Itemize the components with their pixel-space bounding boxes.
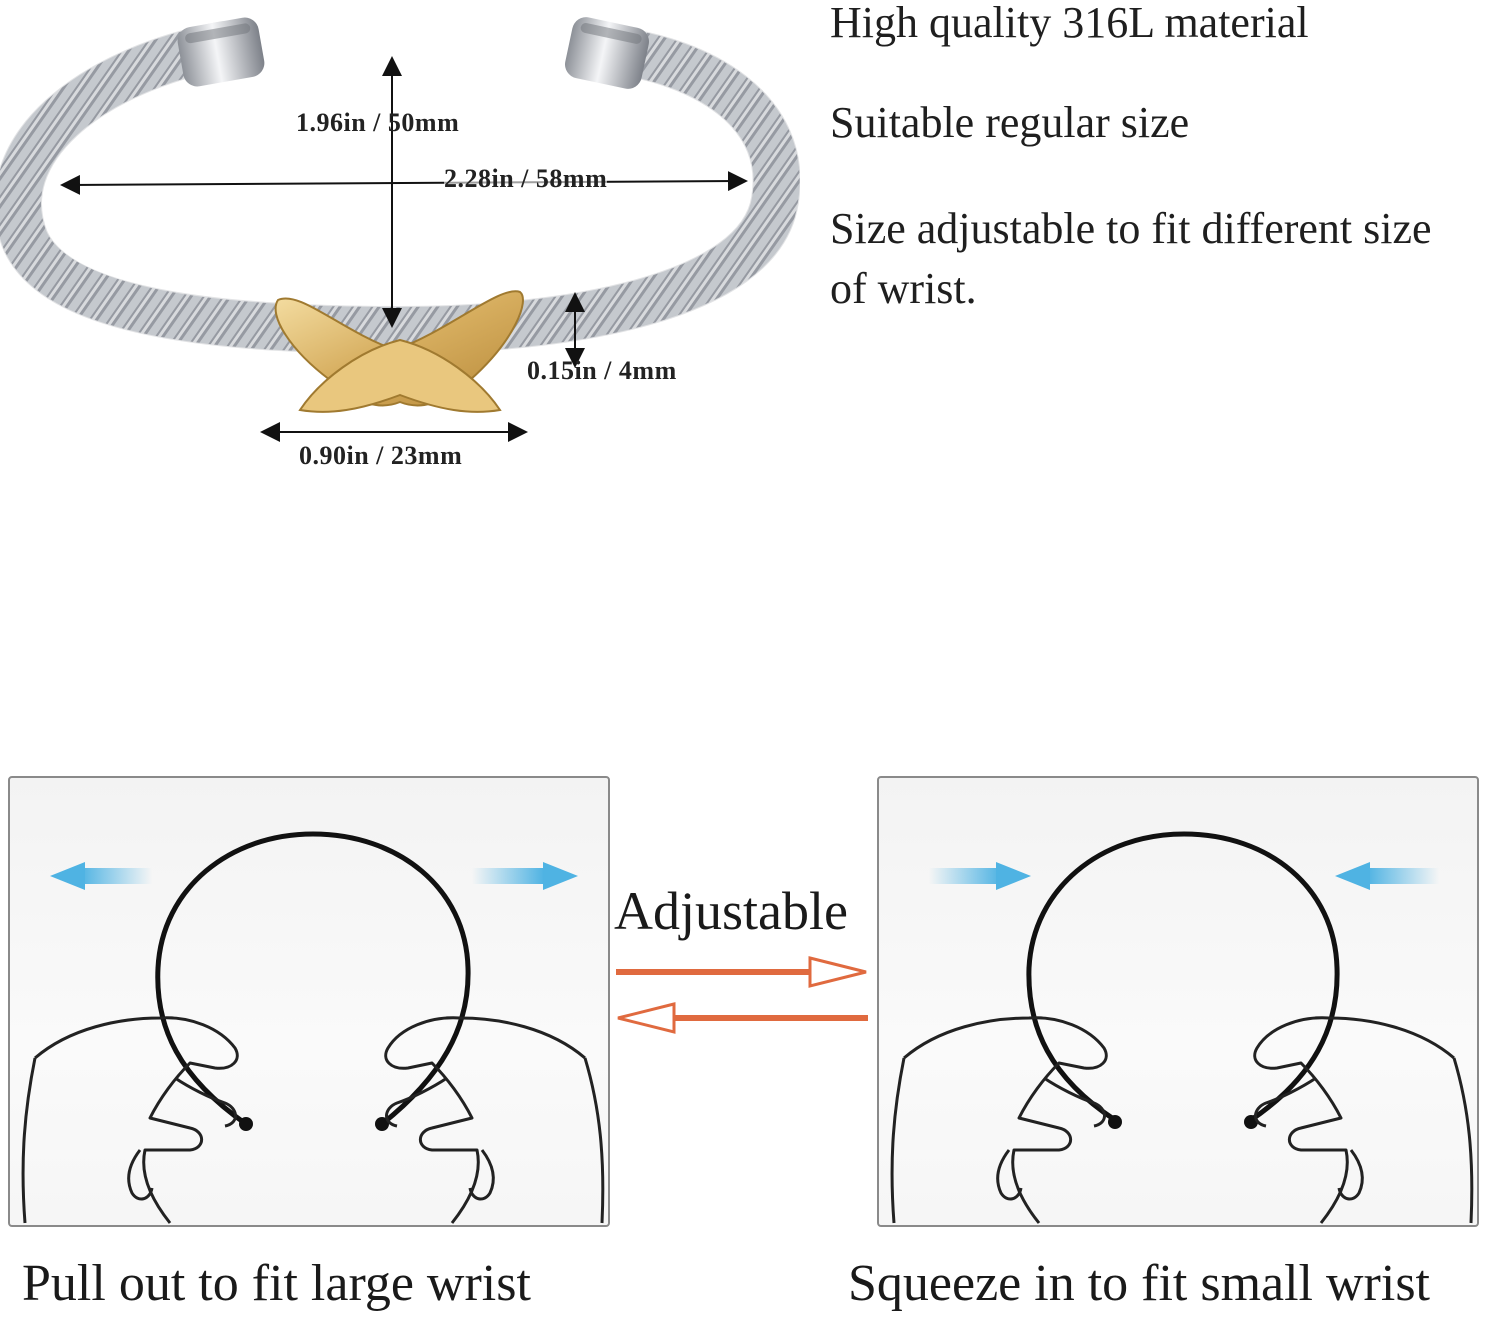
pull-out-caption: Pull out to fit large wrist — [22, 1255, 531, 1312]
gold-infinity-knot — [274, 290, 524, 413]
adjustable-label: Adjustable — [614, 881, 848, 941]
feature-adjustable: Size adjustable to fit different size — [830, 204, 1432, 253]
height-label: 1.96in / 50mm — [296, 108, 460, 137]
arrow-left-in-icon — [1335, 862, 1439, 890]
knot-width-label: 0.90in / 23mm — [299, 441, 463, 470]
pull-out-panel — [8, 776, 610, 1227]
arrow-right-in-icon — [929, 862, 1031, 890]
left-end-cap — [177, 17, 265, 87]
bracelet-diagram — [0, 17, 800, 442]
cuff-cable — [0, 22, 800, 354]
feature-size: Suitable regular size — [830, 98, 1190, 147]
arrow-right-icon — [616, 956, 867, 988]
left-hand-icon — [21, 1016, 239, 1224]
squeeze-in-panel — [877, 776, 1479, 1227]
right-hand-icon — [384, 1016, 605, 1224]
squeeze-in-illustration — [890, 831, 1474, 1224]
thickness-label: 0.15in / 4mm — [527, 356, 677, 385]
arrow-left-out-icon — [50, 862, 152, 890]
squeeze-in-caption: Squeeze in to fit small wrist — [848, 1255, 1431, 1312]
adjust-arrows — [616, 956, 868, 1034]
width-label: 2.28in / 58mm — [444, 164, 608, 194]
arrow-left-icon — [617, 1002, 868, 1034]
pull-out-illustration — [21, 831, 605, 1224]
feature-material: High quality 316L material — [830, 0, 1309, 47]
arrow-right-out-icon — [472, 862, 578, 890]
width-dim-line — [60, 171, 748, 195]
feature-adjustable-cont: of wrist. — [830, 264, 977, 313]
left-hand-icon-2 — [890, 1016, 1108, 1224]
right-end-cap — [565, 17, 649, 89]
right-hand-icon-2 — [1253, 1016, 1474, 1224]
